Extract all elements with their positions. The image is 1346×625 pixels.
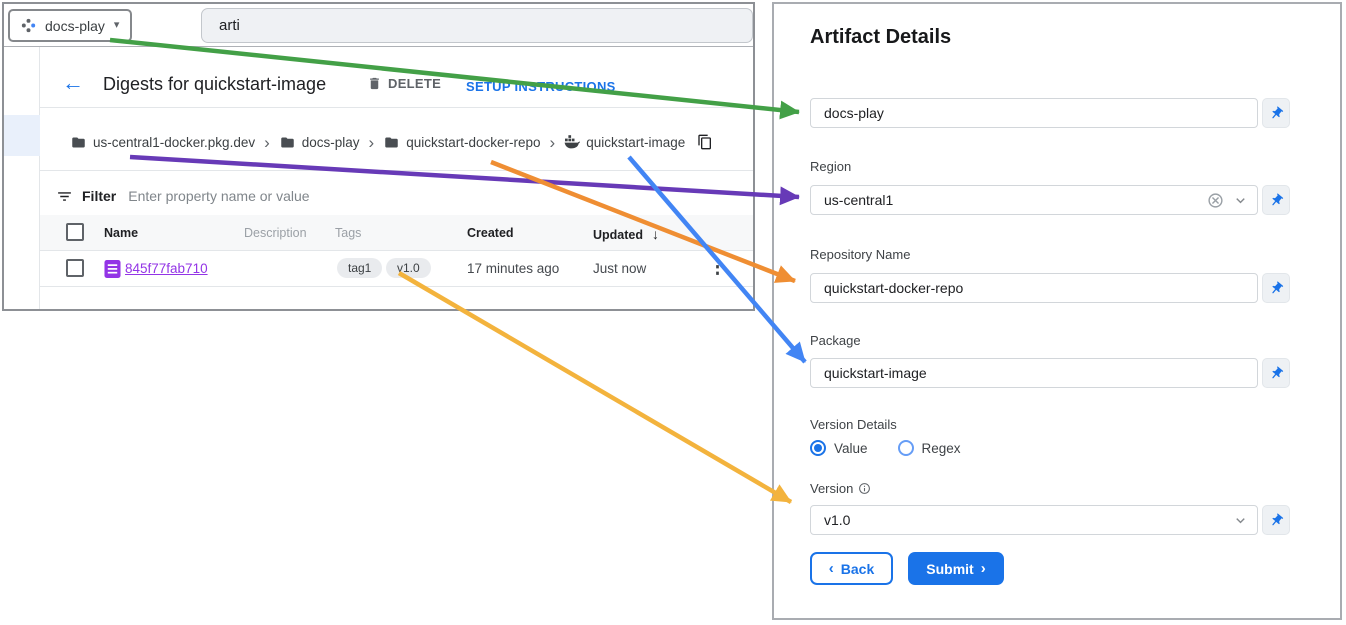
setup-instructions-button[interactable]: SETUP INSTRUCTIONS: [466, 79, 616, 94]
updated-value: Just now: [593, 261, 647, 276]
radio-regex[interactable]: [897, 440, 914, 456]
more-menu-icon[interactable]: ⋮: [708, 257, 727, 278]
version-details-options: Value Regex: [810, 440, 961, 456]
table-header-row: Name Description Tags Created Updated↓: [40, 215, 753, 251]
nav-sliver: [4, 47, 40, 309]
clear-icon[interactable]: [1207, 192, 1224, 209]
search-input[interactable]: arti: [201, 8, 753, 43]
console-screenshot-panel: docs-play ▾ arti ← Digests for quickstar…: [2, 2, 755, 311]
column-header-name[interactable]: Name: [104, 226, 139, 240]
delete-button[interactable]: DELETE: [367, 76, 441, 91]
docker-image-icon: [564, 134, 581, 150]
project-field[interactable]: docs-play: [810, 98, 1258, 128]
digest-link[interactable]: 845f77fab710: [125, 261, 208, 276]
project-selector[interactable]: docs-play ▾: [8, 9, 133, 42]
folder-icon: [279, 135, 296, 150]
folder-icon: [70, 135, 87, 150]
artifact-details-panel: Artifact Details docs-play Region us-cen…: [772, 2, 1342, 620]
table-row: 845f77fab710 tag1 v1.0 17 minutes ago Ju…: [40, 251, 753, 287]
select-all-checkbox[interactable]: [66, 223, 84, 241]
pin-button[interactable]: [1262, 358, 1290, 388]
pin-button[interactable]: [1262, 273, 1290, 303]
panel-title: Artifact Details: [810, 26, 952, 48]
breadcrumb-item-image[interactable]: quickstart-image: [564, 134, 685, 150]
chevron-right-icon: ›: [549, 132, 556, 152]
breadcrumb-divider: [40, 170, 753, 171]
row-checkbox[interactable]: [66, 259, 84, 277]
chevron-down-icon[interactable]: [1232, 512, 1249, 529]
version-label: Version: [810, 481, 871, 496]
version-field[interactable]: v1.0: [810, 505, 1258, 535]
filter-bar[interactable]: Filter Enter property name or value: [56, 183, 310, 209]
header-divider: [40, 107, 753, 108]
filter-placeholder: Enter property name or value: [128, 188, 310, 204]
tag-pill[interactable]: tag1: [337, 258, 383, 278]
chevron-left-icon: ‹: [828, 560, 834, 577]
region-field[interactable]: us-central1: [810, 185, 1258, 215]
search-query-text: arti: [219, 17, 240, 34]
package-label: Package: [810, 333, 861, 348]
manifest-icon: [104, 259, 121, 279]
sort-descending-icon: ↓: [652, 226, 659, 242]
back-arrow-icon[interactable]: ←: [62, 70, 84, 95]
chevron-down-icon[interactable]: [1232, 192, 1249, 209]
column-header-created[interactable]: Created: [467, 226, 514, 240]
pin-button[interactable]: [1262, 185, 1290, 215]
radio-value[interactable]: [810, 440, 826, 456]
pin-button[interactable]: [1262, 98, 1290, 128]
chevron-right-icon: ›: [264, 132, 270, 152]
chevron-right-icon: ›: [368, 132, 375, 152]
tag-pill[interactable]: v1.0: [386, 258, 431, 278]
page-title: Digests for quickstart-image: [103, 74, 327, 94]
column-header-updated[interactable]: Updated↓: [593, 226, 659, 242]
trash-icon: [367, 76, 382, 91]
breadcrumb-item-project[interactable]: docs-play: [279, 135, 360, 150]
chevron-right-icon: ›: [980, 560, 986, 577]
column-header-tags[interactable]: Tags: [335, 226, 362, 240]
project-selector-label: docs-play: [45, 17, 105, 34]
filter-label: Filter: [82, 188, 117, 204]
back-button[interactable]: ‹ Back: [810, 552, 893, 585]
region-label: Region: [810, 159, 852, 174]
project-icon: [21, 18, 36, 33]
filter-icon: [56, 188, 73, 205]
info-icon[interactable]: [858, 482, 871, 495]
created-value: 17 minutes ago: [467, 261, 560, 276]
breadcrumb-item-registry[interactable]: us-central1-docker.pkg.dev: [70, 135, 255, 150]
folder-icon: [383, 135, 400, 150]
version-details-label: Version Details: [810, 417, 897, 432]
package-field[interactable]: quickstart-image: [810, 358, 1258, 388]
submit-button[interactable]: Submit ›: [908, 552, 1004, 585]
pin-button[interactable]: [1262, 505, 1290, 535]
caret-down-icon: ▾: [113, 19, 120, 31]
repository-field[interactable]: quickstart-docker-repo: [810, 273, 1258, 303]
repository-label: Repository Name: [810, 247, 911, 262]
copy-icon[interactable]: [697, 134, 713, 150]
breadcrumb-item-repository[interactable]: quickstart-docker-repo: [383, 135, 541, 150]
nav-sliver-highlight: [4, 115, 40, 156]
breadcrumb: us-central1-docker.pkg.dev › docs-play ›…: [70, 127, 713, 157]
column-header-description[interactable]: Description: [244, 226, 307, 240]
